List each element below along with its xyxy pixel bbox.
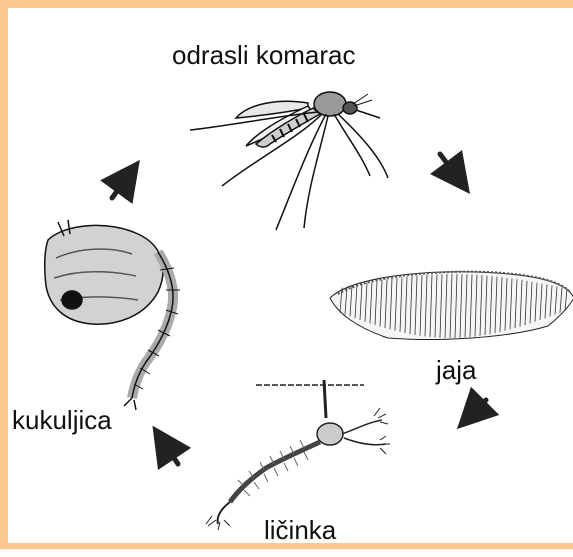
- label-larva: ličinka: [264, 517, 336, 543]
- pupa-icon: [45, 220, 180, 410]
- label-eggs: jaja: [436, 357, 476, 383]
- arrow-adult-to-eggs: [440, 154, 464, 186]
- arrow-larva-to-pupa: [158, 434, 178, 464]
- adult-mosquito-icon: [190, 92, 388, 230]
- egg-raft-icon: [330, 272, 573, 340]
- diagram-drawing: [8, 8, 573, 557]
- label-pupa: kukuljica: [12, 407, 112, 433]
- arrow-eggs-to-larva: [464, 400, 486, 422]
- label-adult: odrasli komarac: [172, 42, 356, 68]
- larva-icon: [206, 380, 390, 530]
- arrow-pupa-to-adult: [112, 168, 134, 198]
